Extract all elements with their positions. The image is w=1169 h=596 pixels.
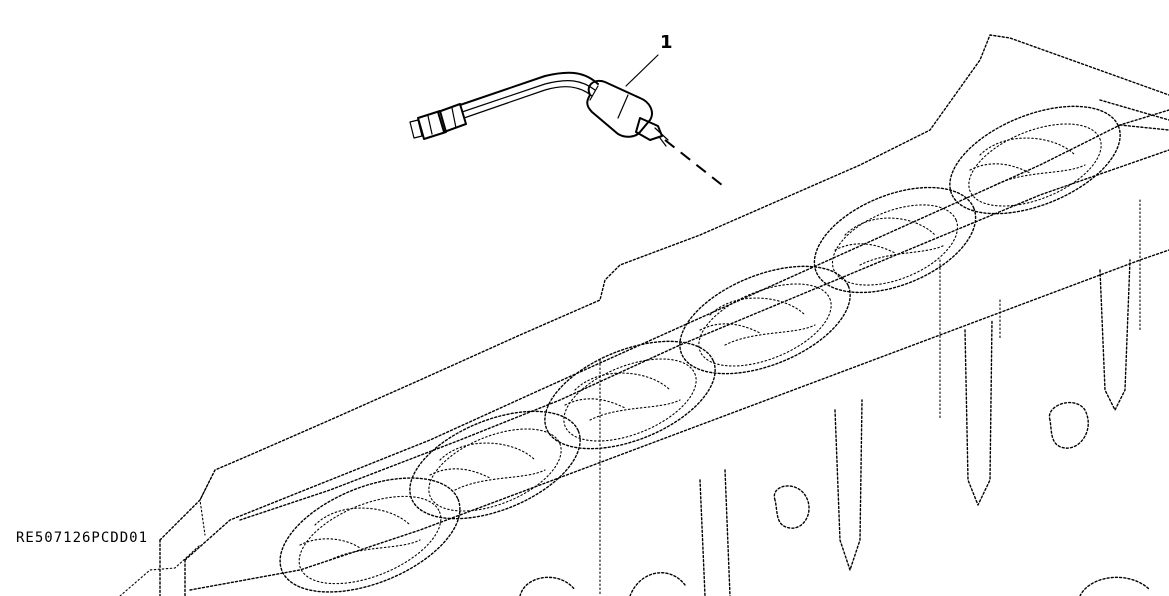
- sensor-connector: [437, 103, 467, 133]
- block-rear-edge: [1099, 99, 1169, 131]
- sensor-wire-harness: [459, 71, 599, 106]
- block-top-edge: [159, 34, 1169, 541]
- block-top-inner-edge: [184, 109, 1169, 561]
- block-side-left: [159, 539, 186, 596]
- block-rib-4: [699, 469, 731, 596]
- block-side-boss-2: [1048, 401, 1089, 449]
- cylinder-bore-3: [544, 340, 716, 450]
- block-rib-1: [834, 399, 863, 571]
- cylinder-bore-5: [813, 186, 977, 294]
- cylinder-bore-1: [279, 477, 461, 593]
- block-rib-2: [964, 319, 993, 506]
- block-side-vertical-1: [599, 199, 1141, 596]
- block-lower-openings: [519, 572, 1151, 596]
- callout-1-label: 1: [660, 32, 673, 53]
- block-deck-front-lower: [189, 249, 1169, 591]
- cylinder-bore-6: [949, 105, 1121, 215]
- cylinder-bore-2: [409, 410, 581, 520]
- block-left-flange: [119, 469, 216, 596]
- block-deck-front: [239, 149, 1169, 521]
- sensor-part: [409, 71, 669, 147]
- block-side-boss: [773, 485, 810, 529]
- callout-1-leader: [625, 54, 659, 87]
- sensor-housing: [586, 79, 653, 138]
- block-rib-3: [1099, 259, 1131, 411]
- cylinder-bore-4: [679, 265, 851, 375]
- reference-code: RE507126PCDD01: [16, 530, 149, 546]
- sensor-tip: [635, 117, 663, 141]
- installation-leader-line: [664, 139, 723, 186]
